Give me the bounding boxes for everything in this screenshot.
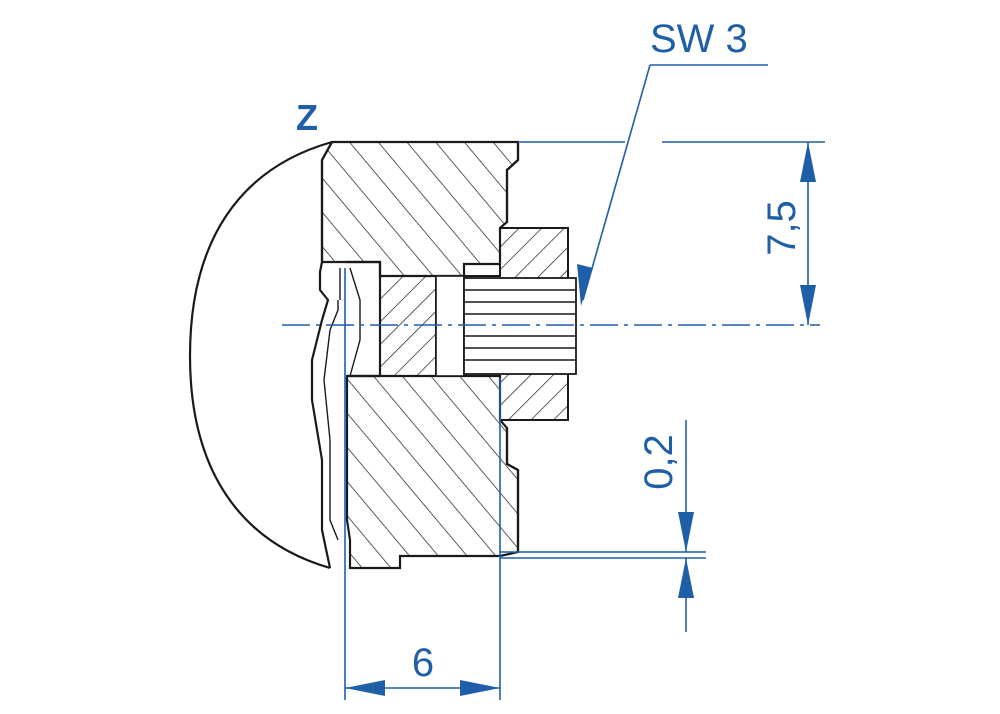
- height-dimension: 7,5: [760, 142, 816, 325]
- main-body: [320, 140, 520, 570]
- wrench-size-leader: SW 3: [577, 17, 768, 306]
- view-label-z: Z: [296, 97, 318, 138]
- width-dimension-label: 6: [412, 641, 434, 685]
- height-dimension-label: 7,5: [760, 200, 804, 256]
- gap-dimension-label: 0,2: [637, 434, 681, 490]
- wrench-size-label: SW 3: [650, 17, 748, 61]
- width-dimension: 6: [344, 268, 501, 700]
- dome-cap: [188, 140, 339, 570]
- hex-insert: [339, 227, 577, 421]
- gap-dimension: 0,2: [500, 420, 706, 632]
